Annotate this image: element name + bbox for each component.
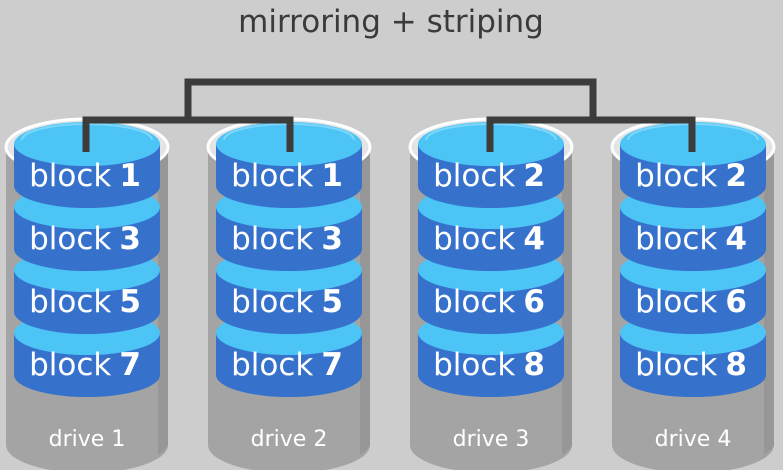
block-number: 8 (523, 347, 545, 383)
block-number: 2 (725, 158, 747, 194)
left-pair-bracket (82, 116, 294, 152)
block-number: 2 (523, 158, 545, 194)
block-number: 8 (725, 347, 747, 383)
connector-lines (82, 78, 696, 152)
block-word: block (433, 284, 515, 320)
drive-cylinder-shade (360, 147, 370, 455)
drive-label: drive 3 (453, 427, 530, 452)
block-word: block (29, 158, 111, 194)
block-number: 5 (321, 284, 343, 320)
block-word: block (635, 284, 717, 320)
block-number: 4 (725, 221, 747, 257)
block-word: block (635, 347, 717, 383)
drive-label: drive 1 (49, 427, 126, 452)
block-word: block (635, 158, 717, 194)
block-number: 3 (119, 221, 141, 257)
block-number: 6 (523, 284, 545, 320)
block-number: 6 (725, 284, 747, 320)
block-number: 3 (321, 221, 343, 257)
drive-cylinder-shade (562, 147, 572, 455)
block-word: block (231, 221, 313, 257)
drive-label: drive 4 (655, 427, 732, 452)
block-word: block (29, 284, 111, 320)
right-pair-bracket (486, 116, 696, 152)
top-bracket (184, 78, 597, 120)
block-number: 4 (523, 221, 545, 257)
block-number: 1 (119, 158, 141, 194)
block-number: 5 (119, 284, 141, 320)
block-word: block (231, 158, 313, 194)
block-word: block (433, 158, 515, 194)
drive-label: drive 2 (251, 427, 328, 452)
block-word: block (29, 347, 111, 383)
block-word: block (433, 347, 515, 383)
drive-cylinder-shade (158, 147, 168, 455)
block-number: 7 (321, 347, 343, 383)
block-number: 1 (321, 158, 343, 194)
diagram-title: mirroring + striping (238, 4, 544, 40)
block-word: block (433, 221, 515, 257)
block-word: block (231, 284, 313, 320)
block-number: 7 (119, 347, 141, 383)
drive-cylinder-shade (764, 147, 774, 455)
block-word: block (29, 221, 111, 257)
block-word: block (231, 347, 313, 383)
block-word: block (635, 221, 717, 257)
